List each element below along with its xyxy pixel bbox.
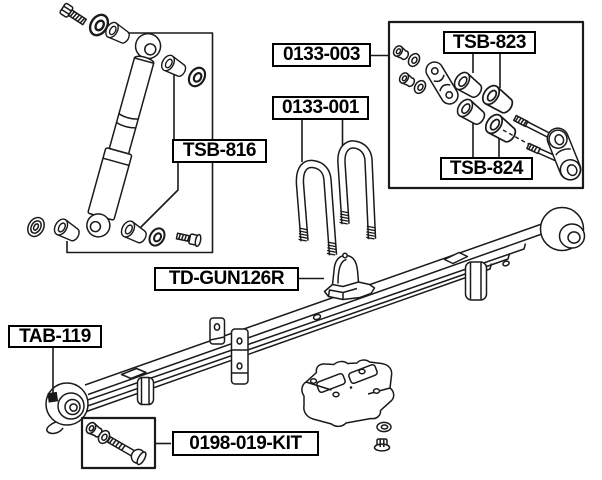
spring-clip-front	[136, 376, 155, 406]
shackle-nut-2	[396, 70, 418, 90]
shock-washer-right	[184, 63, 210, 91]
shackle-nut-1	[390, 43, 412, 63]
u-bolt-left	[295, 159, 338, 256]
tab119-marker	[47, 391, 59, 403]
part-label-td-gun126r[interactable]: TD-GUN126R	[154, 267, 299, 291]
leaf-hole-center	[312, 313, 322, 321]
leaf-tab-rear	[443, 251, 469, 265]
shackle-link-plate	[425, 61, 459, 105]
tsb816-callout-frame	[66, 32, 214, 254]
rear-spring-eye	[539, 206, 586, 252]
shock-lower-grommet	[27, 216, 45, 238]
shock-upper-mount-bolt	[59, 2, 87, 26]
spring-seat-plate	[301, 359, 395, 428]
leaf-hole-rear	[502, 260, 510, 267]
spring-clip-rear	[464, 261, 488, 301]
shock-lower-bushing-left	[51, 216, 83, 245]
shock-lower-bolt	[175, 232, 202, 248]
part-label-tsb-823[interactable]: TSB-823	[443, 31, 536, 54]
lower-leaf-hook	[46, 419, 64, 435]
shock-lower-washer	[145, 224, 169, 250]
kit-bolt	[106, 436, 147, 466]
part-label-0133-003[interactable]: 0133-003	[272, 43, 371, 67]
kit-parts-box	[80, 416, 157, 470]
part-label-0198-019-kit[interactable]: 0198-019-KIT	[172, 431, 319, 456]
part-label-tsb-824[interactable]: TSB-824	[440, 157, 533, 180]
seat-washer	[376, 421, 392, 433]
shackle-stud-upper	[512, 114, 552, 139]
u-bolt-right	[337, 140, 377, 240]
shackle-side-plate	[546, 127, 582, 181]
spring-bracket-small	[209, 317, 226, 345]
leaf-tab-front	[120, 367, 147, 380]
seat-flange-nut	[373, 438, 391, 452]
bump-stop-drawing	[323, 252, 376, 301]
bushing-tsb824-right	[481, 110, 521, 147]
spring-bracket-tall	[230, 328, 249, 385]
part-label-tsb-816[interactable]: TSB-816	[172, 139, 267, 163]
shackle-assembly-box	[387, 20, 585, 190]
bushing-tsb823-right	[478, 81, 518, 118]
shock-absorber-drawing	[86, 32, 162, 238]
part-label-0133-001[interactable]: 0133-001	[272, 96, 369, 120]
part-label-tab-119[interactable]: TAB-119	[8, 325, 102, 348]
shackle-assembly-parts	[390, 43, 582, 181]
leader-lines	[47, 32, 388, 445]
